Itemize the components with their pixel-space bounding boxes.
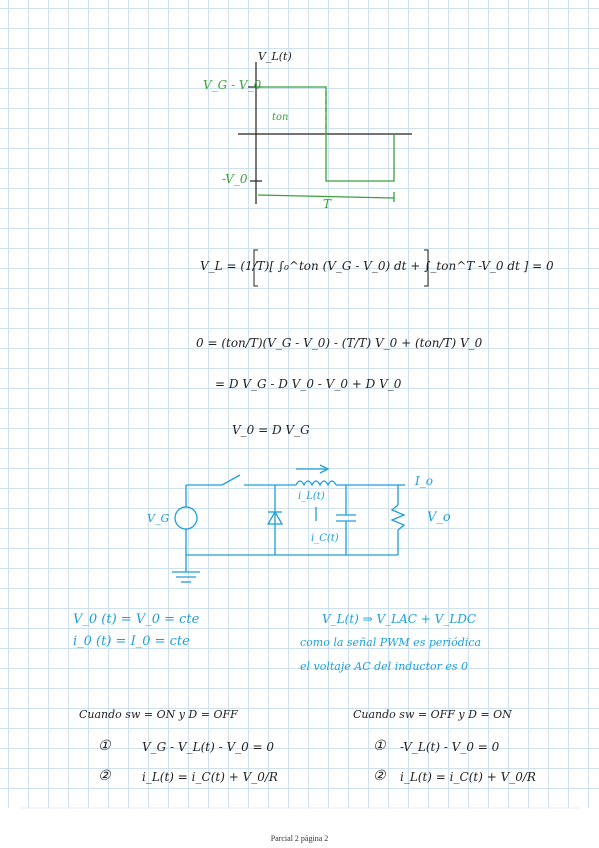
waveform-period-label: T: [323, 197, 332, 211]
note-right-1: V_L(t) ⇒ V_LAC + V_LDC: [322, 612, 477, 626]
note-left-2: i_0 (t) = I_0 = cte: [73, 634, 190, 649]
case-right-title: Cuando sw = OFF y D = ON: [353, 708, 512, 721]
current-arrowhead: [319, 464, 330, 474]
page-footer: Parcial 2 página 2: [270, 834, 329, 843]
waveform-trace: [256, 86, 395, 182]
bracket-right: [424, 249, 429, 287]
case-left-eq-2: i_L(t) = i_C(t) + V_0/R: [142, 770, 278, 784]
circuit-inductor-current: i_L(t): [298, 491, 325, 502]
case-left-eq-1: V_G - V_L(t) - V_0 = 0: [142, 740, 275, 754]
equation-1: V_L = (1/T)[ ∫₀^ton (V_G - V_0) dt + ∫_t…: [200, 259, 554, 273]
note-right-2: como la señal PWM es periódica: [300, 636, 482, 649]
period-bracket: [257, 194, 395, 199]
waveform-axis-label: V_L(t): [258, 50, 292, 63]
resistor-symbol: [390, 504, 406, 531]
waveform-low-label: -V_0: [222, 172, 248, 186]
switch-arm: [221, 474, 241, 486]
case-left-title: Cuando sw = ON y D = OFF: [79, 708, 238, 721]
waveform-high-label: V_G - V_0: [203, 78, 262, 92]
case-right-eq-1: -V_L(t) - V_0 = 0: [400, 740, 500, 754]
note-left-1: V_0 (t) = V_0 = cte: [73, 612, 200, 627]
case-left-marker-2: ②: [98, 768, 111, 784]
case-right-marker-1: ①: [373, 738, 386, 754]
equation-3: = D V_G - D V_0 - V_0 + D V_0: [215, 377, 402, 391]
waveform-ton-label: ton: [272, 112, 289, 123]
bracket-left: [253, 249, 258, 287]
circuit-source-label: V_G: [147, 512, 170, 525]
case-right-eq-2: i_L(t) = i_C(t) + V_0/R: [400, 770, 536, 784]
case-right-marker-2: ②: [373, 768, 386, 784]
note-right-3: el voltaje AC del inductor es 0: [300, 660, 469, 673]
circuit-output-voltage: V_o: [427, 510, 451, 525]
source-symbol: [174, 506, 198, 530]
diode-symbol: [266, 510, 284, 525]
equation-4: V_0 = D V_G: [232, 423, 310, 437]
circuit-output-current: I_o: [415, 474, 433, 488]
circuit-cap-current: i_C(t): [311, 533, 339, 544]
case-left-marker-1: ①: [98, 738, 111, 754]
bottom-margin: [0, 808, 599, 848]
inductor: [295, 480, 337, 487]
equation-2: 0 = (ton/T)(V_G - V_0) - (T/T) V_0 + (to…: [196, 336, 483, 350]
